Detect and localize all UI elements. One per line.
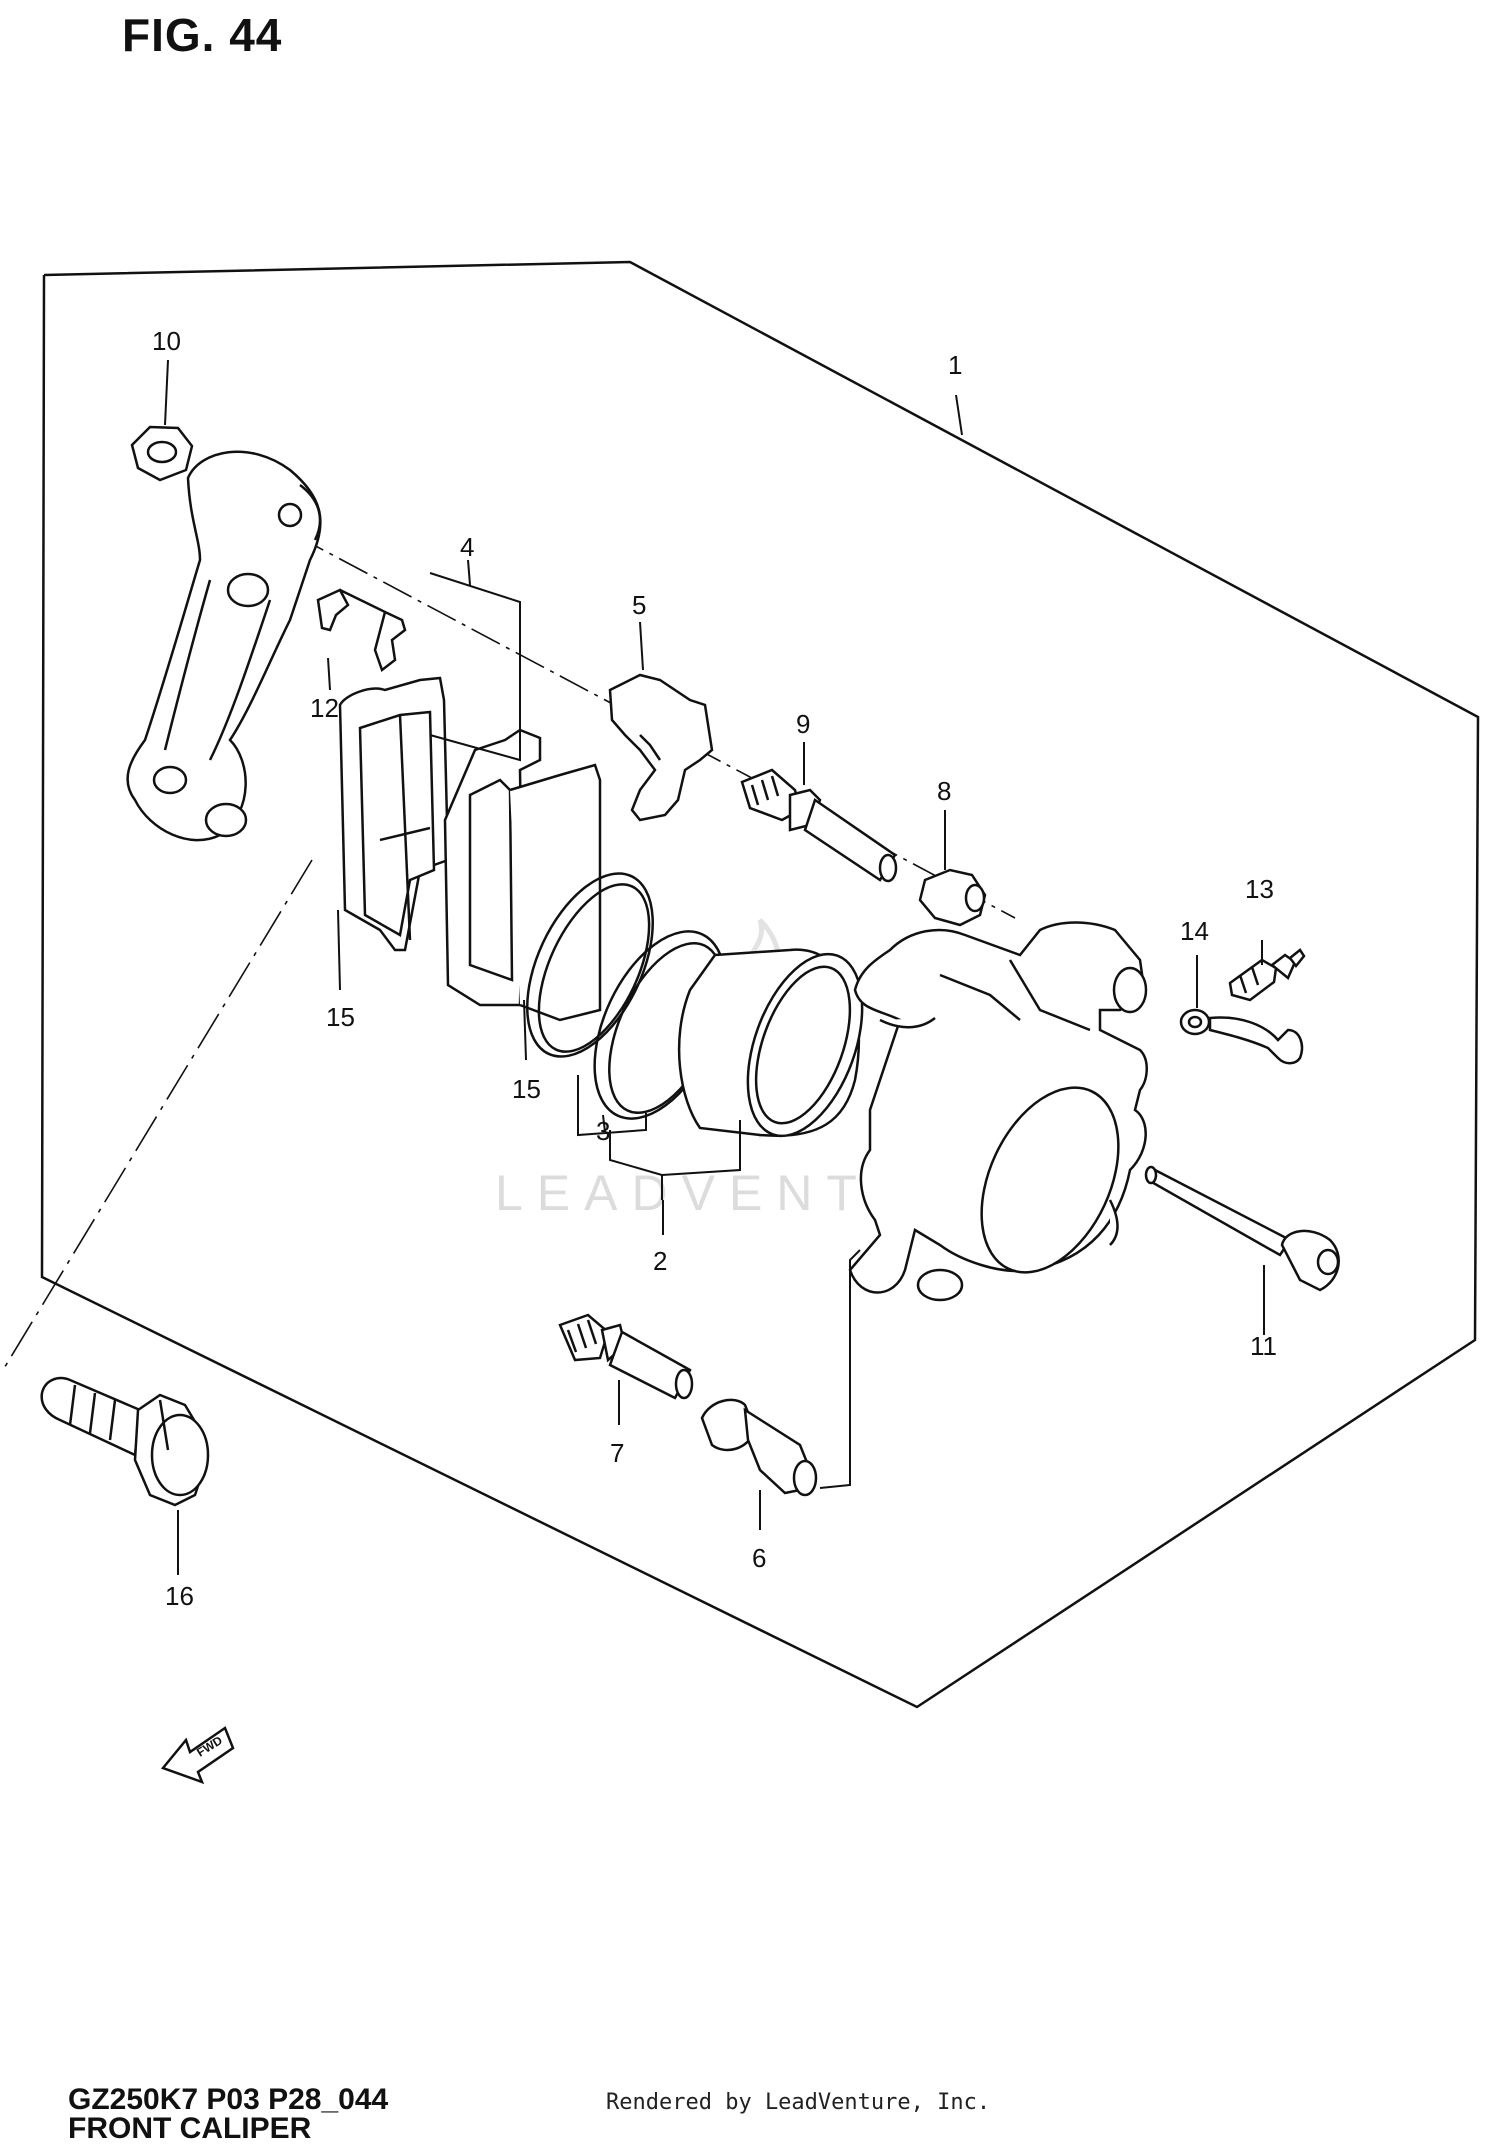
callout-16: 16 xyxy=(165,1581,194,1611)
callout-1: 1 xyxy=(948,350,962,380)
part-slide-pin-lower xyxy=(700,1398,818,1497)
part-brake-pad-left xyxy=(338,676,450,952)
part-caliper-bracket xyxy=(126,450,322,842)
callout-15b: 15 xyxy=(512,1074,541,1104)
part-nut xyxy=(130,425,194,482)
part-pad-spring-clip xyxy=(316,588,407,673)
callout-11: 11 xyxy=(1250,1331,1277,1361)
callout-labels: 1 2 3 4 5 6 7 8 9 10 11 12 13 14 15 15 1… xyxy=(152,326,1277,1611)
diagram-subtitle: FRONT CALIPER xyxy=(68,2112,312,2145)
callout-6: 6 xyxy=(752,1543,766,1573)
callout-3: 3 xyxy=(596,1116,610,1146)
callout-2: 2 xyxy=(653,1246,667,1276)
slide-pin-bracket xyxy=(819,1249,861,1489)
callout-7: 7 xyxy=(610,1438,624,1468)
part-pad-shim xyxy=(429,572,521,762)
callout-4: 4 xyxy=(460,532,474,562)
part-bleeder-valve xyxy=(1228,948,1306,1002)
part-piston xyxy=(677,948,864,1138)
part-boot xyxy=(918,868,987,927)
callout-9: 9 xyxy=(796,709,810,739)
callout-13: 13 xyxy=(1245,874,1274,904)
part-pad-spring xyxy=(608,673,714,822)
part-washer xyxy=(1179,1008,1304,1065)
seal-set-bracket xyxy=(577,1075,647,1137)
part-pad-mounting-pin xyxy=(1144,1165,1340,1292)
leader-lines xyxy=(164,359,1265,1575)
callout-14: 14 xyxy=(1180,916,1209,946)
fwd-arrow-icon: FWD xyxy=(160,1726,235,1785)
part-brake-pad-right xyxy=(443,728,602,1022)
piston-set-bracket xyxy=(609,1120,741,1200)
figure-title: FIG. 44 xyxy=(122,9,283,61)
assembly-outline xyxy=(40,260,1480,1709)
render-credit: Rendered by LeadVenture, Inc. xyxy=(606,2090,991,2115)
part-caliper-body xyxy=(848,921,1148,1302)
part-bracket-pin xyxy=(740,768,898,883)
part-bolt xyxy=(40,1376,210,1507)
callout-10: 10 xyxy=(152,326,181,356)
diagram-code: GZ250K7 P03 P28_044 xyxy=(68,2083,389,2116)
part-slide-pin-upper xyxy=(558,1313,694,1400)
callout-15a: 15 xyxy=(326,1002,355,1032)
callout-12: 12 xyxy=(310,693,339,723)
callout-8: 8 xyxy=(937,776,951,806)
callout-5: 5 xyxy=(632,590,646,620)
